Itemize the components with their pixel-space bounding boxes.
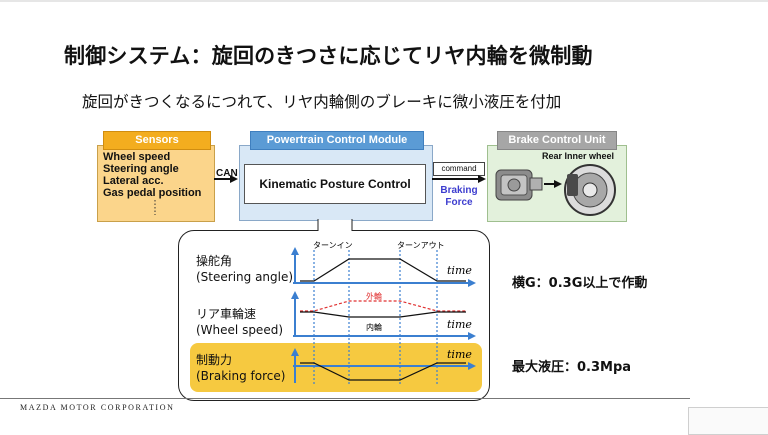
row-label-jp: リア車輪速 [196, 307, 257, 321]
row-label-en: (Steering angle) [196, 270, 294, 284]
inner-wheel-trace [300, 311, 466, 318]
time-label: time [447, 318, 472, 331]
sensor-item: Gas pedal position [103, 187, 202, 199]
rear-inner-wheel-label: Rear Inner wheel [542, 151, 615, 161]
steering-angle-label: 操舵角 (Steering angle) [196, 253, 293, 285]
wheel-speed-label: リア車輪速 (Wheel speed) [196, 306, 283, 338]
outer-wheel-trace [300, 300, 466, 312]
steering-angle-trace [300, 258, 466, 282]
footer-company: MAZDA MOTOR CORPORATION [20, 403, 175, 412]
slide-thumbnail [688, 407, 768, 435]
sensor-item: Lateral acc. [103, 175, 164, 187]
bcu-header: Brake Control Unit [497, 131, 617, 150]
top-rule [0, 0, 768, 2]
sensor-item: Steering angle [103, 163, 179, 175]
braking-force-row-label: 制動力 (Braking force) [196, 352, 285, 384]
brake-modulator-icon [495, 169, 543, 201]
row-label-en: (Braking force) [196, 369, 286, 383]
braking-force-label: Braking Force [440, 185, 478, 208]
pcm-header: Powertrain Control Module [250, 131, 424, 150]
sensors-header: Sensors [103, 131, 211, 150]
command-label: command [433, 162, 485, 176]
max-pressure-note: 最大液圧：0.3Mpa [512, 360, 632, 375]
turn-out-label: ターンアウト [397, 241, 445, 250]
lateral-g-note: 横G：0.3G以上で作動 [512, 276, 648, 291]
can-label: CAN [216, 168, 238, 179]
turn-in-label: ターンイン [313, 241, 353, 250]
braking-force-highlight [190, 343, 482, 392]
row-label-jp: 制動力 [196, 353, 233, 367]
kinematic-posture-control-box: Kinematic Posture Control [244, 164, 426, 204]
row-label-jp: 操舵角 [196, 254, 233, 268]
page-title: 制御システム：旋回のきつさに応じてリヤ内輪を微制動 [64, 44, 593, 68]
row-label-en: (Wheel speed) [196, 323, 283, 337]
time-label: time [447, 264, 472, 277]
outer-wheel-label: 外輪 [366, 291, 382, 301]
inner-wheel-label: 内輪 [366, 322, 382, 332]
brake-disc-icon [564, 164, 616, 216]
page-subtitle: 旋回がきつくなるにつれて、リヤ内輪側のブレーキに微小液圧を付加 [82, 93, 562, 111]
time-label: time [447, 348, 472, 361]
sensors-box [97, 145, 215, 222]
braking-force-trace [300, 362, 466, 381]
footer-divider [0, 398, 690, 399]
sensor-item: Wheel speed [103, 151, 171, 163]
